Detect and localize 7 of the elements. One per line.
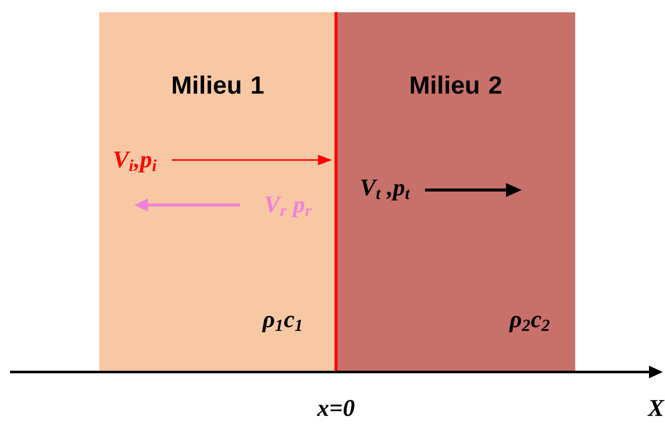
symbol-label: X	[647, 400, 664, 416]
symbol-label: ρ$_{1}$c$_{1}$	[262, 316, 302, 332]
symbol-label: V$_{i}$,p$_{i}$	[114, 152, 157, 172]
symbol-label: V$_{r}$ p$_{r}$	[265, 196, 312, 218]
symbol-label: x=0	[316, 400, 354, 416]
symbol-label: ρ$_{2}$c$_{2}$	[509, 316, 550, 332]
symbol-label: V$_{t}$ ,p$_{t}$	[361, 180, 410, 200]
